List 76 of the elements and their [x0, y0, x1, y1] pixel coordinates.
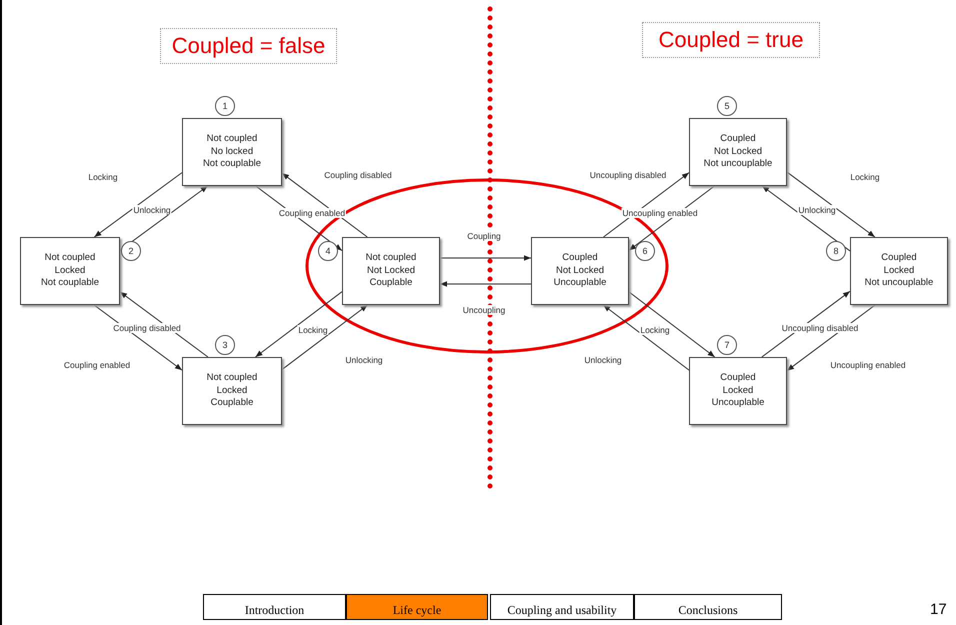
state-text: Not couplable — [202, 158, 262, 171]
edge-label: Uncoupling disabled — [588, 170, 668, 180]
state-text: Locked — [884, 264, 914, 278]
state-text: Uncouplable — [554, 277, 606, 290]
heading-box — [642, 22, 820, 58]
edge-label: Coupling — [466, 231, 502, 241]
state-text: Not uncouplable — [704, 158, 772, 171]
arrow — [94, 172, 182, 238]
nav-tab: Conclusions — [634, 594, 782, 620]
arrow — [762, 186, 850, 252]
state-text: Not uncouplable — [864, 277, 934, 290]
state-text: Not Locked — [366, 264, 416, 278]
nav-tab: Introduction — [203, 594, 346, 620]
state-text: Couplable — [210, 397, 254, 410]
arrow — [254, 291, 342, 358]
edge-label: Coupling enabled — [62, 360, 132, 370]
edge-label: Unlocking — [797, 205, 837, 215]
edge-label: Unlocking — [132, 205, 172, 215]
edge-label: Uncoupling — [462, 305, 506, 315]
arrow — [602, 304, 690, 371]
state-box — [182, 357, 282, 425]
state-box — [689, 357, 787, 425]
nav-tab: Life cycle — [346, 594, 488, 620]
arrow — [786, 172, 876, 238]
state-box — [20, 237, 120, 305]
arrow — [628, 291, 716, 358]
state-text: Not couplable — [40, 277, 100, 290]
edge-label: Locking — [639, 325, 671, 335]
edge-label: Unlocking — [583, 355, 623, 365]
arrow — [282, 304, 368, 370]
state-text: Locked — [216, 384, 248, 398]
state-text: Locked — [54, 264, 86, 278]
nav-tab: Coupling and usability — [490, 594, 634, 620]
state-number: 5 — [717, 96, 737, 116]
state-box — [182, 118, 282, 186]
heading-box — [160, 28, 337, 64]
state-text: Coupled — [881, 252, 917, 265]
edge-label: Coupling enabled — [278, 208, 346, 218]
state-text: Coupled — [562, 252, 598, 265]
state-number: 7 — [717, 335, 737, 355]
state-text: Not Locked — [714, 146, 762, 158]
heading-text: Coupled = true — [658, 27, 804, 53]
state-text: Not coupled — [44, 252, 96, 265]
state-number: 6 — [635, 241, 655, 261]
edge-label: Locking — [87, 172, 119, 182]
state-text: Not coupled — [206, 372, 258, 385]
edge-label: Unlocking — [344, 355, 384, 365]
state-text: Not coupled — [206, 133, 258, 146]
edge-label: Locking — [297, 325, 329, 335]
state-text: Uncouplable — [712, 397, 764, 410]
heading-text: Coupled = false — [172, 33, 326, 59]
state-box — [689, 118, 787, 186]
state-text: Coupled — [720, 372, 756, 385]
state-text: Coupled — [720, 133, 756, 146]
state-text: No locked — [210, 146, 254, 158]
state-text: Couplable — [370, 277, 412, 290]
state-number: 3 — [215, 335, 235, 355]
page-number: 17 — [930, 601, 947, 618]
arrow — [440, 281, 532, 287]
state-number: 1 — [215, 96, 235, 116]
edge-label: Uncoupling enabled — [621, 208, 699, 218]
edge-label: Locking — [849, 172, 881, 182]
state-number: 2 — [121, 241, 141, 261]
state-text: Not Locked — [556, 264, 604, 278]
state-box — [342, 237, 440, 305]
arrow — [440, 255, 532, 261]
state-number: 4 — [318, 241, 338, 261]
state-text: Not coupled — [366, 252, 416, 265]
state-box — [531, 237, 629, 305]
state-box — [850, 237, 948, 305]
state-text: Locked — [722, 384, 754, 398]
state-number: 8 — [826, 241, 846, 261]
edge-label: Coupling disabled — [323, 170, 393, 180]
edge-label: Uncoupling enabled — [829, 360, 907, 370]
edge-label: Coupling disabled — [112, 323, 182, 333]
edge-label: Uncoupling disabled — [780, 323, 860, 333]
